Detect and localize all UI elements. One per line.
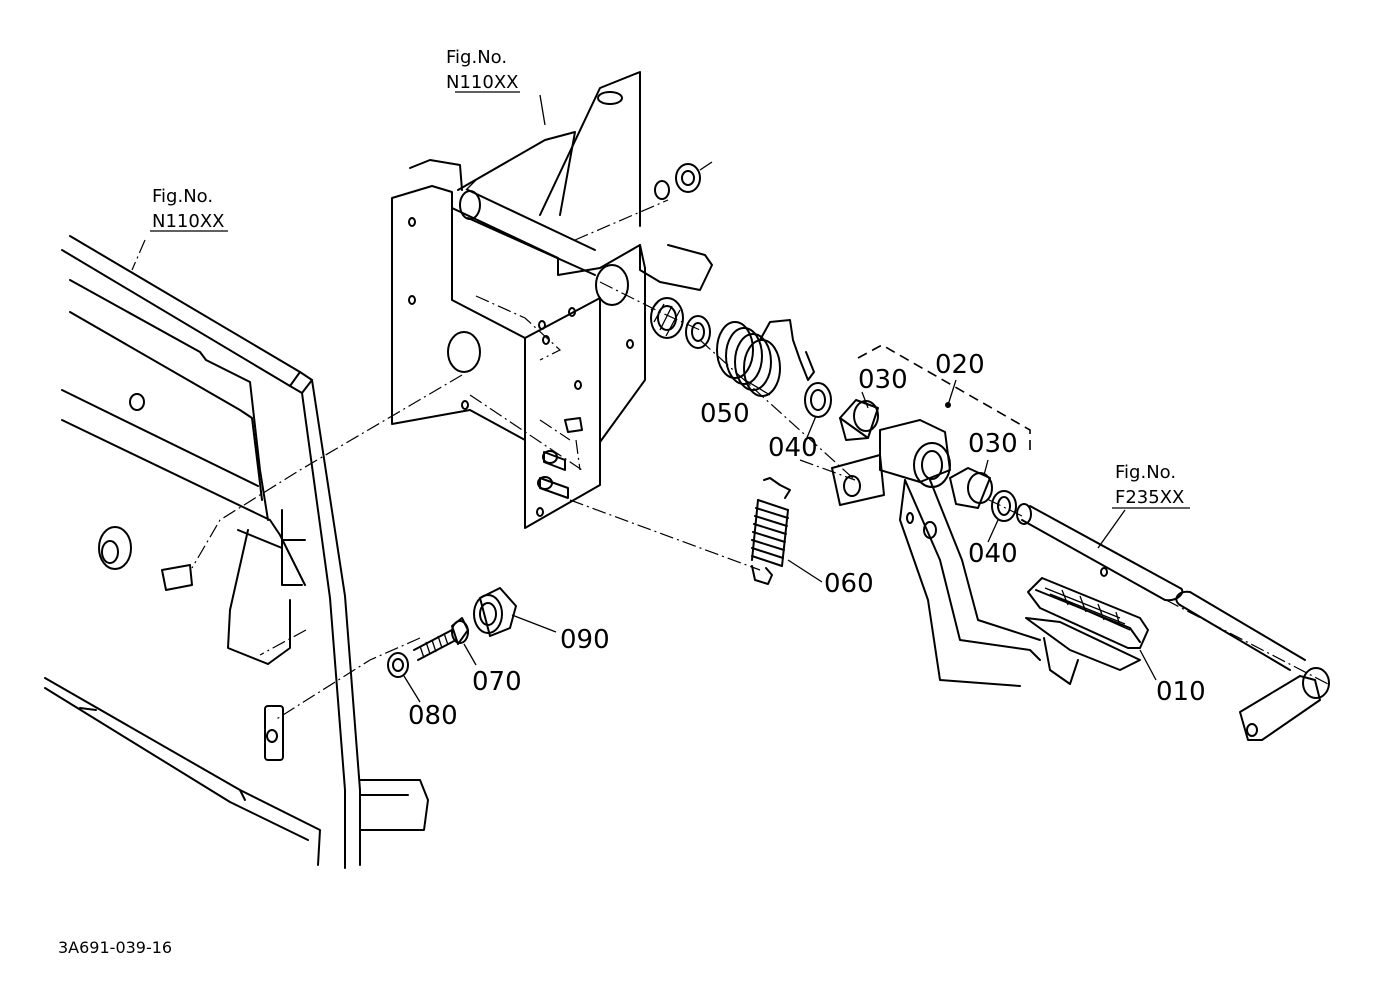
extension-spring xyxy=(751,477,791,585)
part-label-020: 020 xyxy=(935,350,985,380)
pedal-pad xyxy=(1025,577,1149,685)
mount-bracket xyxy=(391,71,713,529)
figure-reference-left: Fig.No. N110XX xyxy=(152,186,224,232)
fig-ref-right-line1: Fig.No. xyxy=(1115,462,1176,483)
part-label-090: 090 xyxy=(560,625,610,655)
fig-ref-left-line2: N110XX xyxy=(152,211,224,232)
drawing-code: 3A691-039-16 xyxy=(58,938,172,957)
part-label-010: 010 xyxy=(1156,677,1206,707)
part-label-030-lower: 030 xyxy=(968,429,1018,459)
part-label-060: 060 xyxy=(824,569,874,599)
part-label-070: 070 xyxy=(472,667,522,697)
part-label-040-right: 040 xyxy=(968,539,1018,569)
torsion-spring xyxy=(716,319,815,397)
pedal-arm xyxy=(831,344,1041,687)
fig-ref-right-line2: F235XX xyxy=(1115,487,1184,508)
fig-ref-top-line1: Fig.No. xyxy=(446,47,507,68)
nut-and-washer xyxy=(654,161,713,200)
part-label-040-left: 040 xyxy=(768,433,818,463)
cabin-frame xyxy=(44,235,429,869)
cross-shaft xyxy=(1016,503,1330,741)
fig-ref-top-line2: N110XX xyxy=(446,72,518,93)
bolt-nut-collar xyxy=(387,587,517,678)
part-label-030-upper: 030 xyxy=(858,365,908,395)
leader-lines xyxy=(131,91,1331,721)
part-label-050: 050 xyxy=(700,399,750,429)
needle-bearing xyxy=(650,297,711,349)
fig-ref-left-line1: Fig.No. xyxy=(152,186,213,207)
part-label-080: 080 xyxy=(408,701,458,731)
bushing-set-right xyxy=(949,467,1017,522)
figure-reference-top: Fig.No. N110XX xyxy=(446,47,518,93)
figure-reference-right: Fig.No. F235XX xyxy=(1115,462,1184,508)
